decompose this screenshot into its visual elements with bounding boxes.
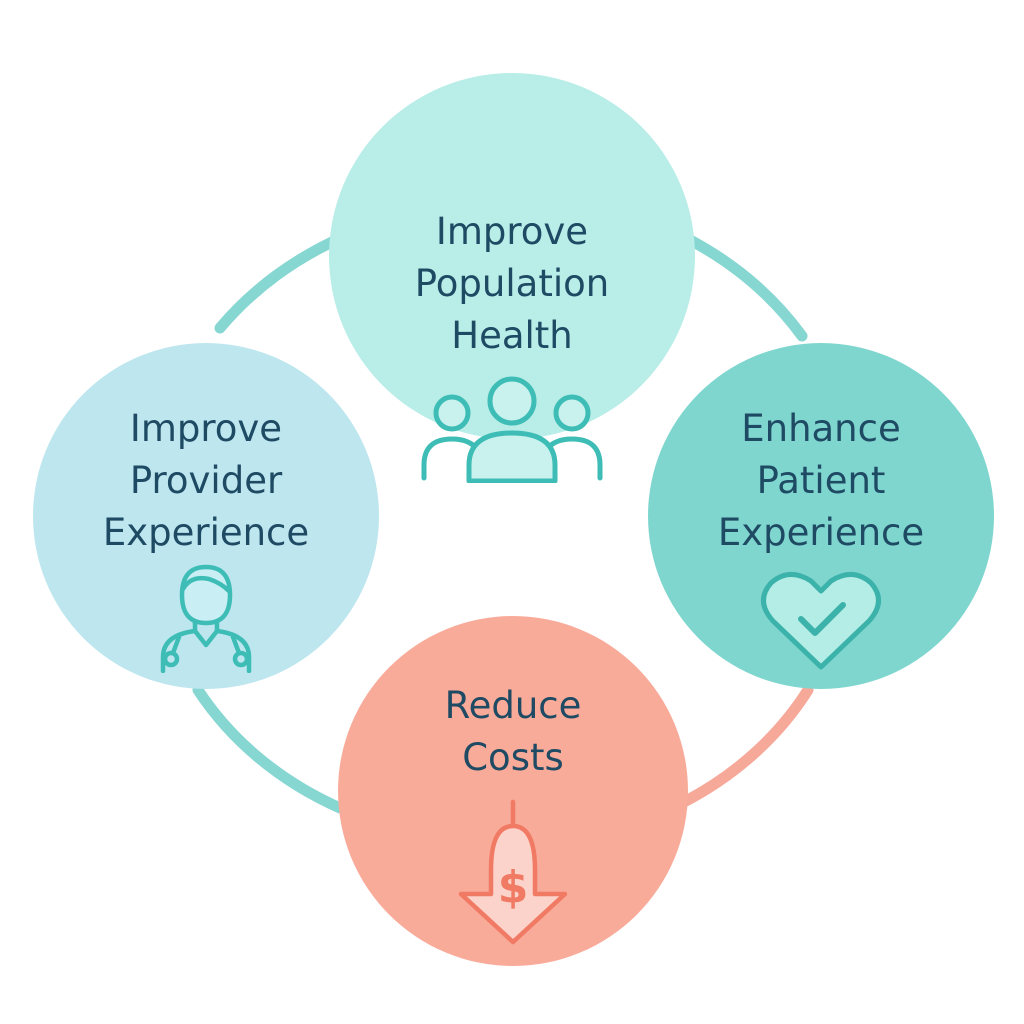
node-label: Improve Provider Experience <box>102 407 310 554</box>
people-group-icon <box>421 376 603 483</box>
node-enhance-patient-experience: Enhance Patient Experience <box>648 343 994 689</box>
ring-arc-bottom-right <box>678 684 814 808</box>
svg-text:$: $ <box>498 862 529 913</box>
node-label: Improve Population Health <box>414 210 610 357</box>
heart-check-icon <box>761 572 881 670</box>
dollar-down-arrow-icon: $ <box>458 799 568 945</box>
node-reduce-costs: Reduce Costs $ <box>338 616 688 966</box>
ring-arc-top-right <box>684 234 808 342</box>
ring-arc-bottom-left <box>192 684 346 814</box>
node-improve-provider-experience: Improve Provider Experience <box>33 343 379 689</box>
doctor-icon <box>160 564 252 673</box>
ring-arc-top-left <box>214 230 351 334</box>
node-label: Reduce Costs <box>444 684 582 779</box>
node-improve-population-health: Improve Population Health <box>329 73 695 483</box>
node-label: Enhance Patient Experience <box>717 407 925 554</box>
